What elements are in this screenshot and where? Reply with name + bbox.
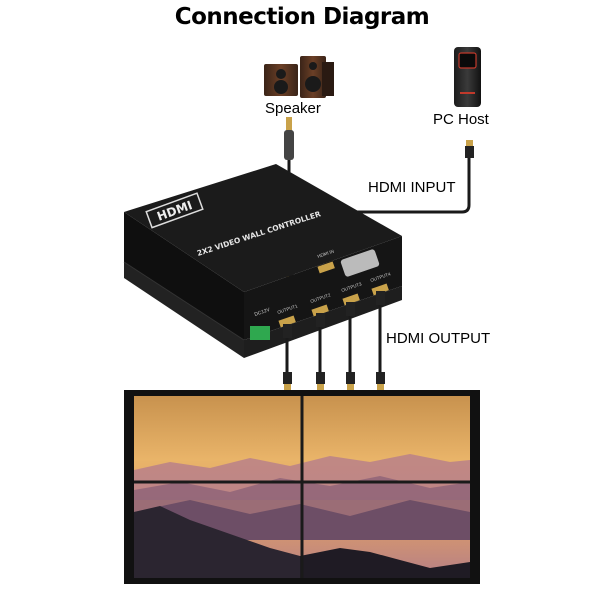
hdmi-output-label: HDMI OUTPUT — [386, 330, 491, 347]
hdmi-output-cables — [283, 291, 385, 390]
svg-text:OUTPUT1: OUTPUT1 — [277, 303, 299, 315]
hdmi-output-cable-4 — [376, 291, 385, 390]
hdmi-output-cable-1 — [283, 324, 292, 390]
hdmi-in-port: HDMI IN — [317, 249, 335, 274]
svg-text:HDMI IN: HDMI IN — [317, 249, 335, 259]
pc-host-label: PC Host — [433, 111, 489, 128]
svg-text:DC12V: DC12V — [254, 307, 272, 318]
output-port-2: OUTPUT2 — [310, 292, 332, 317]
pc-host-icon — [454, 47, 481, 107]
speaker-icon — [264, 56, 334, 98]
power-port: DC12V — [250, 307, 272, 340]
svg-text:OUTPUT3: OUTPUT3 — [341, 281, 363, 293]
hdmi-output-cable-3 — [346, 302, 355, 390]
video-wall-controller: HDMI 2X2 VIDEO WALL CONTROLLER DC12V HDM… — [123, 164, 402, 358]
output-port-4: OUTPUT4 — [370, 271, 392, 296]
svg-text:OUTPUT2: OUTPUT2 — [310, 292, 332, 304]
speaker-label: Speaker — [265, 100, 321, 117]
hdmi-output-cable-2 — [316, 313, 325, 390]
output-port-1: OUTPUT1 — [277, 303, 299, 328]
diagram-title: Connection Diagram — [174, 4, 430, 30]
video-wall — [124, 390, 480, 584]
svg-text:OUTPUT4: OUTPUT4 — [370, 271, 392, 283]
hdmi-input-label: HDMI INPUT — [368, 179, 456, 196]
